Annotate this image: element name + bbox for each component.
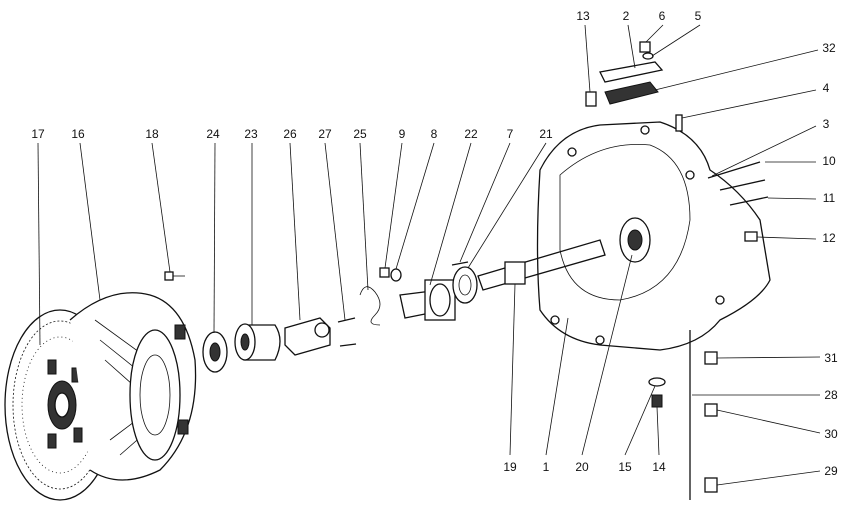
bolt-6 <box>639 41 651 53</box>
pressure-plate <box>69 292 197 481</box>
washer-15 <box>648 377 666 387</box>
label-16: 16 <box>71 127 85 141</box>
label-27: 27 <box>318 127 332 141</box>
label-26: 26 <box>283 127 297 141</box>
bush-31 <box>704 351 718 365</box>
shaft-bearing <box>619 217 651 263</box>
label-32: 32 <box>822 41 836 55</box>
bell-housing <box>536 121 771 351</box>
label-17: 17 <box>31 127 45 141</box>
nut <box>379 267 390 278</box>
label-4: 4 <box>823 81 830 95</box>
breather-fitting <box>585 91 597 107</box>
spring <box>359 286 381 326</box>
label-31: 31 <box>824 351 838 365</box>
label-9: 9 <box>399 127 406 141</box>
oil-seal <box>452 266 478 304</box>
bolt <box>164 271 185 281</box>
label-2: 2 <box>623 9 630 23</box>
label-19: 19 <box>503 460 517 474</box>
label-13: 13 <box>576 9 590 23</box>
release-bearing <box>234 323 281 361</box>
stud-3 <box>707 161 761 179</box>
label-28: 28 <box>824 388 838 402</box>
dowel <box>675 114 683 132</box>
label-7: 7 <box>507 127 514 141</box>
bush-30 <box>704 403 718 417</box>
label-1: 1 <box>543 460 550 474</box>
bearing <box>202 331 228 373</box>
guide-tube <box>399 279 456 321</box>
label-10: 10 <box>822 154 836 168</box>
label-30: 30 <box>824 427 838 441</box>
label-24: 24 <box>206 127 220 141</box>
washer <box>390 268 402 282</box>
plug-14 <box>651 394 663 408</box>
label-21: 21 <box>539 127 553 141</box>
label-6: 6 <box>659 9 666 23</box>
gasket <box>604 81 659 105</box>
label-15: 15 <box>618 460 632 474</box>
bush-29 <box>704 477 718 493</box>
label-20: 20 <box>575 460 589 474</box>
label-18: 18 <box>145 127 159 141</box>
label-5: 5 <box>695 9 702 23</box>
washer-5 <box>642 52 654 60</box>
label-3: 3 <box>823 117 830 131</box>
label-22: 22 <box>464 127 478 141</box>
stud-10 <box>719 179 766 191</box>
pins <box>337 317 357 347</box>
stud <box>451 261 469 266</box>
label-14: 14 <box>652 460 666 474</box>
label-12: 12 <box>822 231 836 245</box>
input-shaft <box>477 239 606 291</box>
plug-12 <box>744 231 758 242</box>
label-29: 29 <box>824 464 838 478</box>
label-25: 25 <box>353 127 367 141</box>
stud-11 <box>729 196 769 206</box>
label-23: 23 <box>244 127 258 141</box>
part-labels: 17 16 18 24 23 26 27 25 9 8 22 7 21 13 2… <box>31 9 838 478</box>
release-fork <box>284 317 331 356</box>
label-8: 8 <box>431 127 438 141</box>
leader-lines <box>37 24 821 486</box>
label-11: 11 <box>823 191 836 205</box>
cover-plate <box>599 61 664 83</box>
